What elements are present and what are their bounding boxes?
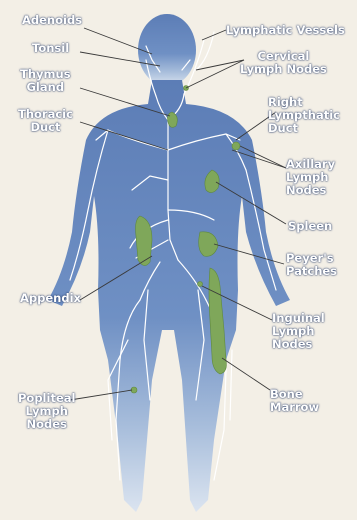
label-peyers-patches: Peyer's Patches <box>286 252 337 278</box>
label-cervical-lymph-nodes: Cervical Lymph Nodes <box>240 50 327 76</box>
axillary-node-cluster <box>232 142 240 150</box>
label-spleen: Spleen <box>288 220 332 233</box>
label-bone-marrow: Bone Marrow <box>270 388 319 414</box>
label-right-lymphatic-duct: Right Lympthatic Duct <box>268 96 340 135</box>
label-popliteal-lymph-nodes: Popliteal Lymph Nodes <box>18 392 75 431</box>
label-axillary-lymph-nodes: Axillary Lymph Nodes <box>286 158 335 197</box>
label-appendix: Appendix <box>20 292 81 305</box>
label-lymphatic-vessels: Lymphatic Vessels <box>226 24 345 37</box>
inguinal-node <box>198 282 203 287</box>
label-thoracic-duct: Thoracic Duct <box>18 108 73 134</box>
label-thymus-gland: Thymus Gland <box>20 68 71 94</box>
label-inguinal-lymph-nodes: Inguinal Lymph Nodes <box>272 312 325 351</box>
label-adenoids: Adenoids <box>22 14 82 27</box>
label-tonsil: Tonsil <box>32 42 69 55</box>
body-silhouette <box>48 14 290 512</box>
